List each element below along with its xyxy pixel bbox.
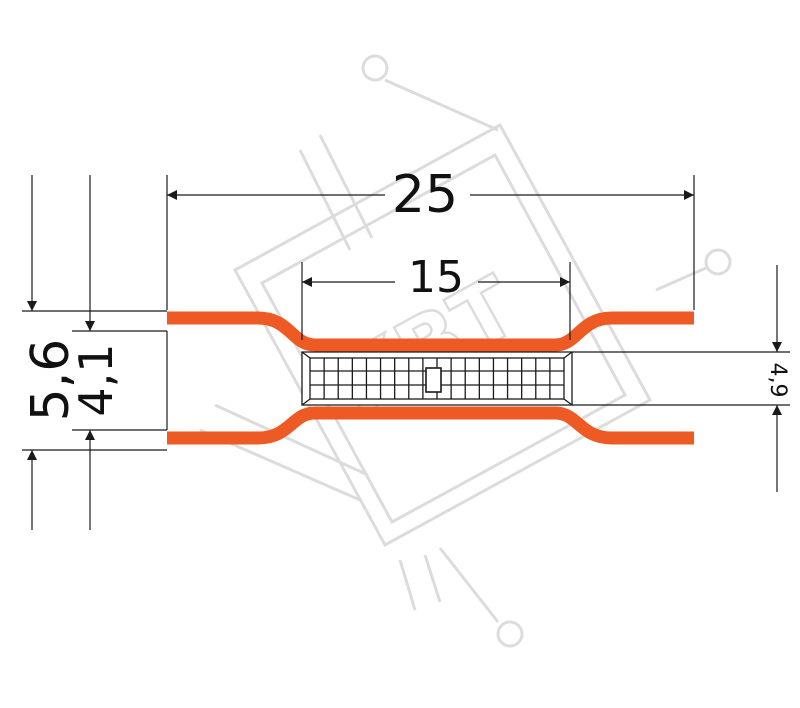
dimension-overall-length	[166, 175, 695, 310]
dimension-sleeve-length	[301, 262, 571, 340]
metal-sleeve	[301, 351, 573, 406]
sleeve-diameter-label: 4,9	[765, 363, 790, 398]
dimension-sleeve-diameter	[572, 265, 790, 492]
inspection-window	[425, 367, 442, 393]
inner-diameter-label: 4,1	[69, 343, 123, 416]
sleeve-length-label: 15	[408, 252, 464, 303]
overall-length-label: 25	[392, 165, 458, 225]
insulation-top	[167, 311, 694, 352]
insulation-bottom	[167, 406, 694, 445]
outer-diameter-label: 5,6	[21, 339, 81, 422]
connector-body	[167, 311, 694, 445]
